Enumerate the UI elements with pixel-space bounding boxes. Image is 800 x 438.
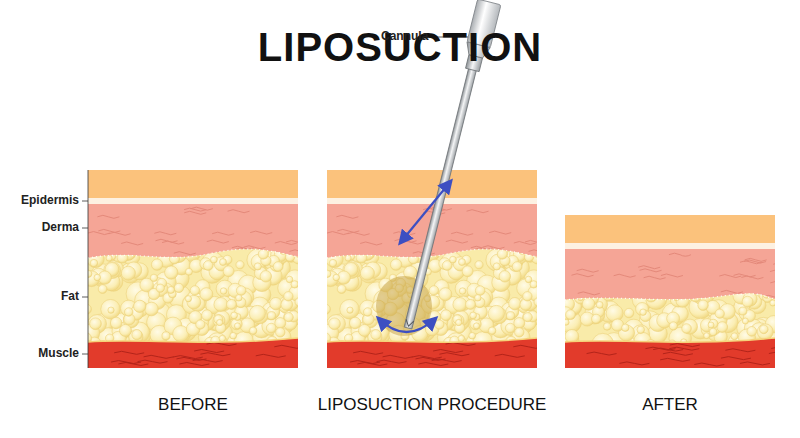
skin-before [76,170,312,368]
layer-label: Epidermis [21,194,79,208]
leader-lines [82,37,468,368]
motion-arrow [400,181,451,243]
layer-label: Muscle [38,347,79,361]
layer-label: Fat [61,290,79,304]
skin-after [555,215,800,368]
instrument-label: Cannula [381,30,428,44]
motion-arrow [378,318,436,332]
stage-caption: AFTER [642,395,698,415]
stage-caption: BEFORE [158,395,228,415]
skin-procedure [315,170,551,368]
layer-label: Derma [42,221,79,235]
stage-caption: LIPOSUCTION PROCEDURE [318,395,547,415]
